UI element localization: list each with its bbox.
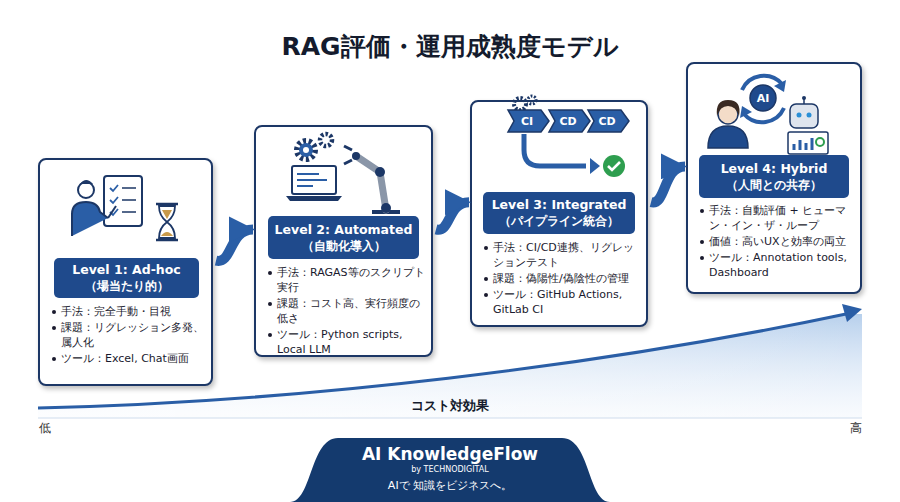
hourglass-icon xyxy=(156,204,178,240)
bullet-row: ツール：Python scripts, Local LLM xyxy=(268,327,425,357)
bullet-dot xyxy=(52,310,56,314)
bullet-dot xyxy=(268,271,272,275)
bullet-text: 課題：偽陽性/偽陰性の管理 xyxy=(493,271,629,286)
level-heading-band: Level 3: Integrated（パイプライン統合） xyxy=(483,192,635,234)
manual-review-icon xyxy=(72,176,178,240)
axis-high-label: 高 xyxy=(850,420,862,436)
bullet-row: 手法：CI/CD連携、リグレッションテスト xyxy=(484,240,640,270)
page-title: RAG評価・運用成熟度モデル xyxy=(0,30,900,63)
pipeline-stage-label: CD xyxy=(559,114,576,129)
level-heading-band: Level 2: Automated（自動化導入） xyxy=(268,216,419,259)
flow-arrow xyxy=(651,166,685,202)
bullet-dot xyxy=(700,240,704,244)
level-subtitle: （人間との共存） xyxy=(726,177,822,193)
level-subtitle: （場当たり的） xyxy=(85,278,169,294)
ai-badge-label: AI xyxy=(757,91,770,106)
footer-band xyxy=(290,438,610,502)
bullet-text: ツール：Excel, Chat画面 xyxy=(61,351,189,366)
bullet-dot xyxy=(268,302,272,306)
bullet-text: 価値：高いUXと効率の両立 xyxy=(709,234,846,249)
bullet-dot xyxy=(484,246,488,250)
bullet-row: 価値：高いUXと効率の両立 xyxy=(700,234,854,249)
bullet-list: 手法：完全手動・目視課題：リグレッション多発、属人化ツール：Excel, Cha… xyxy=(52,304,205,367)
bullet-text: 手法：RAGAS等のスクリプト実行 xyxy=(277,265,425,295)
bullet-row: 課題：コスト高、実行頻度の低さ xyxy=(268,296,425,326)
level-card: 手法：CI/CD連携、リグレッションテスト課題：偽陽性/偽陰性の管理ツール：Gi… xyxy=(470,100,648,327)
bullet-text: 課題：リグレッション多発、属人化 xyxy=(61,320,205,350)
bullet-text: 手法：自動評価 + ヒューマン・イン・ザ・ループ xyxy=(709,203,854,233)
level-name: Level 3: Integrated xyxy=(492,197,627,213)
automation-icon xyxy=(286,134,400,213)
level-name: Level 2: Automated xyxy=(275,222,413,238)
level-heading-band: Level 1: Ad-hoc（場当たり的） xyxy=(54,258,199,298)
baseline xyxy=(38,418,862,419)
bullet-dot xyxy=(700,209,704,213)
bullet-row: ツール：Annotation tools, Dashboard xyxy=(700,250,854,280)
trend-arrowhead xyxy=(842,304,862,322)
bullet-text: 手法：完全手動・目視 xyxy=(61,304,171,319)
human-ai-icon xyxy=(708,76,828,154)
bullet-row: 課題：偽陽性/偽陰性の管理 xyxy=(484,271,640,286)
level-heading-band: Level 4: Hybrid（人間との共存） xyxy=(699,155,849,198)
pipeline-stage-label: CD xyxy=(598,114,615,129)
bullet-dot xyxy=(484,293,488,297)
bullet-dot xyxy=(52,357,56,361)
flow-arrow xyxy=(436,202,469,230)
bullet-list: 手法：RAGAS等のスクリプト実行課題：コスト高、実行頻度の低さツール：Pyth… xyxy=(268,265,425,358)
bullet-row: 手法：完全手動・目視 xyxy=(52,304,205,319)
pipeline-icon xyxy=(508,96,629,177)
bullet-list: 手法：自動評価 + ヒューマン・イン・ザ・ループ価値：高いUXと効率の両立ツール… xyxy=(700,203,854,281)
bullet-row: 課題：リグレッション多発、属人化 xyxy=(52,320,205,350)
level-name: Level 1: Ad-hoc xyxy=(72,262,180,278)
brand-byline: by TECHNODIGITAL xyxy=(290,465,610,475)
bullet-text: ツール：Annotation tools, Dashboard xyxy=(709,250,854,280)
brand-footer: AI KnowledgeFlowby TECHNODIGITAL AIで 知識をビ… xyxy=(290,436,610,502)
bullet-dot xyxy=(700,256,704,260)
bullet-dot xyxy=(52,326,56,330)
bullet-dot xyxy=(268,333,272,337)
bullet-row: 手法：RAGAS等のスクリプト実行 xyxy=(268,265,425,295)
brand-tagline: AIで 知識をビジネスへ。 xyxy=(290,479,610,493)
bullet-text: ツール：GitHub Actions, GitLab CI xyxy=(493,287,640,317)
bullet-row: 手法：自動評価 + ヒューマン・イン・ザ・ループ xyxy=(700,203,854,233)
level-card: 手法：RAGAS等のスクリプト実行課題：コスト高、実行頻度の低さツール：Pyth… xyxy=(254,125,433,357)
pipeline-stage-label: CI xyxy=(521,114,533,129)
level-subtitle: （パイプライン統合） xyxy=(499,213,619,229)
axis-title: コスト対効果 xyxy=(411,397,489,414)
brand-name: AI KnowledgeFlow xyxy=(290,444,610,464)
bullet-row: ツール：Excel, Chat画面 xyxy=(52,351,205,366)
trend-line xyxy=(38,314,846,408)
level-name: Level 4: Hybrid xyxy=(721,161,828,177)
bullet-text: ツール：Python scripts, Local LLM xyxy=(277,327,425,357)
level-subtitle: （自動化導入） xyxy=(302,238,386,254)
bullet-text: 課題：コスト高、実行頻度の低さ xyxy=(277,296,425,326)
bullet-dot xyxy=(484,277,488,281)
bullet-row: ツール：GitHub Actions, GitLab CI xyxy=(484,287,640,317)
axis-low-label: 低 xyxy=(39,420,51,436)
flow-arrow xyxy=(216,229,253,261)
bullet-text: 手法：CI/CD連携、リグレッションテスト xyxy=(493,240,640,270)
bullet-list: 手法：CI/CD連携、リグレッションテスト課題：偽陽性/偽陰性の管理ツール：Gi… xyxy=(484,240,640,318)
